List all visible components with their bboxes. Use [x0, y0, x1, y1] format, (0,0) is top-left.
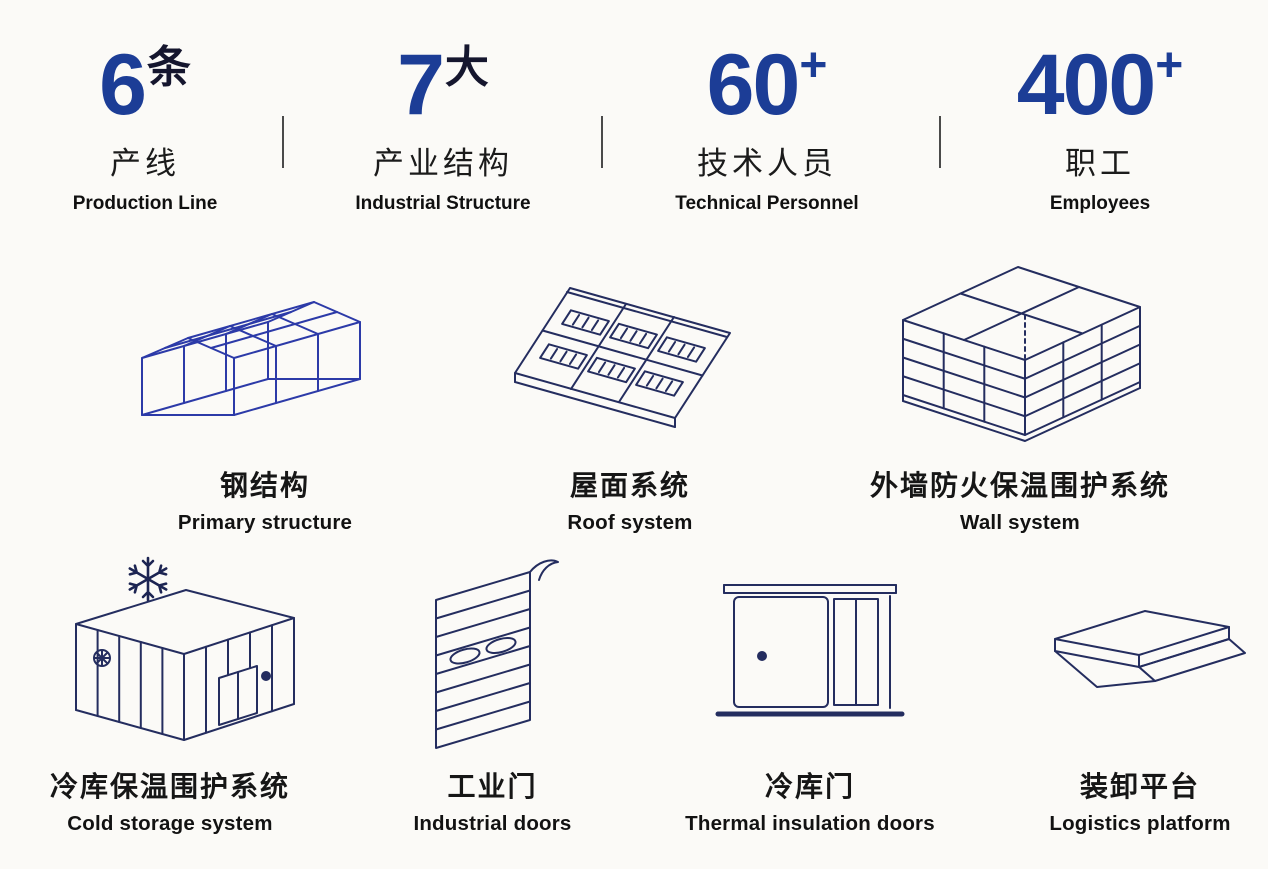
stat-plus-sign: +: [1155, 39, 1184, 92]
product-label-zh: 屋面系统: [569, 470, 690, 501]
stat-number: 400 +: [975, 37, 1225, 133]
stat-value: 400: [1016, 37, 1156, 133]
product-label-en: Cold storage system: [67, 812, 273, 835]
stat-production-line: 6 条 产线 Production Line: [20, 42, 270, 215]
product-card-roof-system: 屋面系统 Roof system: [450, 245, 810, 535]
product-label-zh: 冷库保温围护系统: [49, 771, 290, 802]
stat-employees: 400 + 职工 Employees: [975, 42, 1225, 215]
product-label-zh: 工业门: [447, 771, 538, 802]
stat-divider: [282, 116, 284, 168]
stat-divider: [939, 116, 941, 168]
product-label-zh: 冷库门: [764, 771, 855, 802]
product-label-en: Logistics platform: [1049, 812, 1231, 835]
stat-number: 60 +: [642, 37, 892, 133]
product-label-en: Wall system: [960, 511, 1080, 534]
product-card-insulation-door: 冷库门 Thermal insulation doors: [645, 553, 975, 836]
stat-label-en: Technical Personnel: [675, 193, 859, 214]
wall-system-icon: [825, 245, 1215, 450]
product-label-zh: 外墙防火保温围护系统: [869, 470, 1170, 501]
steel-structure-icon: [65, 245, 465, 450]
product-label-en: Roof system: [567, 511, 693, 534]
stat-label-en: Employees: [1049, 193, 1151, 214]
stat-number: 7 大: [318, 42, 568, 128]
stat-label-zh: 技术人员: [697, 146, 837, 181]
stat-plus-sign: +: [799, 39, 828, 92]
stat-divider: [601, 116, 603, 168]
insulation-door-icon: [645, 553, 975, 751]
product-label-en: Industrial doors: [413, 812, 572, 835]
stat-label-zh: 职工: [1065, 146, 1135, 181]
stat-label-zh: 产业结构: [373, 146, 513, 181]
stat-technical-personnel: 60 + 技术人员 Technical Personnel: [642, 42, 892, 215]
product-label-en: Thermal insulation doors: [685, 812, 935, 835]
product-label-en: Primary structure: [177, 511, 353, 534]
stat-value: 60: [706, 37, 801, 133]
product-card-industrial-door: 工业门 Industrial doors: [330, 553, 655, 836]
product-card-wall-system: 外墙防火保温围护系统 Wall system: [825, 245, 1215, 535]
product-card-steel-structure: 钢结构 Primary structure: [65, 245, 465, 535]
loading-platform-icon: [975, 553, 1268, 751]
stat-unit: 大: [444, 43, 489, 92]
product-card-loading-platform: 装卸平台 Logistics platform: [975, 553, 1268, 836]
stat-label-zh: 产线: [110, 146, 180, 181]
stat-value: 6: [99, 37, 147, 133]
cold-storage-icon: [5, 553, 335, 751]
product-label-zh: 钢结构: [219, 470, 310, 501]
roof-system-icon: [450, 245, 810, 450]
stat-industrial-structure: 7 大 产业结构 Industrial Structure: [318, 42, 568, 215]
stat-label-en: Production Line: [72, 193, 218, 214]
product-label-zh: 装卸平台: [1079, 771, 1200, 802]
stat-label-en: Industrial Structure: [355, 193, 531, 214]
stat-unit: 条: [146, 43, 191, 92]
industrial-door-icon: [330, 553, 655, 751]
product-card-cold-storage: 冷库保温围护系统 Cold storage system: [5, 553, 335, 836]
stat-value: 7: [397, 37, 445, 133]
stat-number: 6 条: [20, 42, 270, 128]
